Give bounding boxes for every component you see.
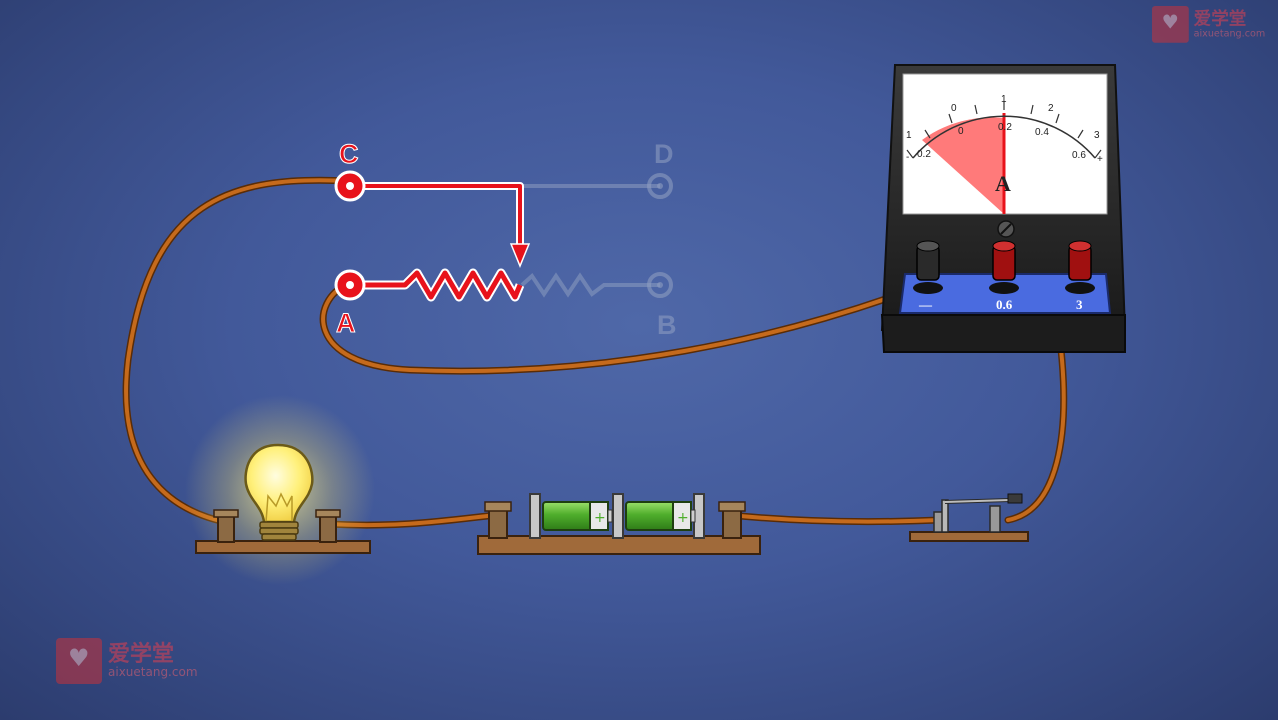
slider-arrow-icon [509, 243, 531, 268]
rheostat-active-path [334, 170, 531, 302]
scale-bottom-label: 0 [958, 126, 964, 137]
terminal-label: 3 [1076, 297, 1083, 312]
watermark-url: aixuetang.com [1193, 27, 1266, 39]
terminal-label: 0.6 [996, 297, 1013, 312]
terminal-b-label: B [657, 310, 677, 340]
switch-base-board [909, 531, 1029, 542]
bulb-base-board [195, 540, 371, 554]
svg-text:+: + [677, 510, 689, 526]
terminal-d-icon [647, 173, 673, 199]
rheostat-inactive-part [520, 173, 673, 298]
scale-bottom-label: 0.6 [1072, 150, 1086, 161]
minus-sign: - [906, 152, 909, 163]
watermark-bottom-left: 爱学堂 aixuetang.com [56, 638, 198, 684]
scale-top-label: 3 [1094, 130, 1100, 141]
reading-sector [922, 117, 1004, 214]
watermark-logo-icon [1152, 6, 1189, 43]
terminal-b-icon [647, 272, 673, 298]
terminal-label: — [918, 297, 933, 312]
scale-top-label: 1 [906, 130, 912, 141]
terminal-c-label: C [339, 139, 359, 169]
svg-text:+: + [594, 510, 606, 526]
battery-pack: + + [477, 493, 761, 555]
watermark-url: aixuetang.com [108, 665, 198, 679]
watermark-title: 爱学堂 [1193, 9, 1247, 30]
scale-bottom-label: 0.2 [998, 122, 1012, 133]
terminal-a-label: A [336, 308, 356, 338]
scale-bottom-label: 0.4 [1035, 127, 1049, 138]
watermark-top-right: 爱学堂 aixuetang.com [1152, 6, 1265, 43]
light-bulb [185, 395, 375, 585]
scale-bottom-label: 0.2 [917, 149, 931, 160]
scale-top-label: 0 [951, 103, 957, 114]
watermark-logo-icon [56, 638, 102, 684]
plus-sign: + [1097, 154, 1103, 165]
terminal-0-6[interactable] [989, 240, 1019, 294]
terminal-3[interactable] [1065, 240, 1095, 294]
terminal-d-label: D [654, 139, 674, 169]
ammeter: 1 0 1 2 3 0.2 0 0.2 0.4 0.6 - + A [880, 64, 1127, 353]
unit-label: A [995, 171, 1011, 196]
scale-top-label: 2 [1048, 103, 1054, 114]
watermark-title: 爱学堂 [108, 642, 175, 667]
switch[interactable] [909, 493, 1029, 542]
scale-top-label: 1 [1001, 94, 1007, 105]
terminal-negative[interactable] [913, 240, 943, 294]
